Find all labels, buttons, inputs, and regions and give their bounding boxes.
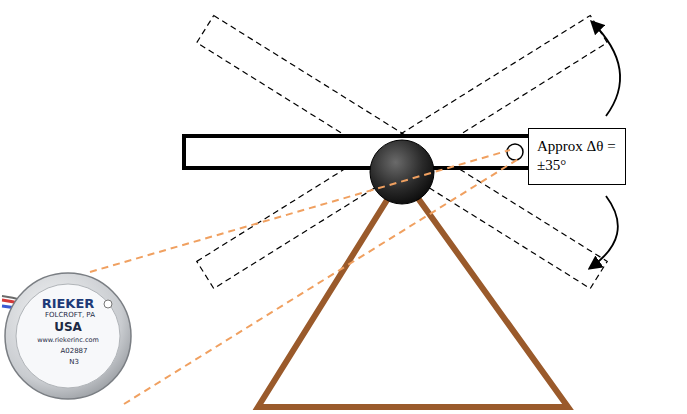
pivot (370, 140, 434, 204)
sensor-marking: RIEKER (42, 296, 95, 311)
stand-triangle (258, 176, 568, 407)
sensor-photo (2, 273, 131, 399)
rotation-arrow (590, 196, 618, 268)
sensor-marking: A02887 (60, 347, 87, 355)
sensor-marking: FOLCROFT, PA (45, 311, 95, 319)
sensor-marking: USA (54, 320, 82, 334)
zoom-line (124, 158, 520, 404)
rotation-arrow (592, 22, 620, 116)
angle-label: Approx Δθ = ±35° (537, 137, 617, 176)
sensor-marking: www.riekerinc.com (37, 336, 99, 344)
label-box: Approx Δθ = ±35° (528, 128, 626, 185)
mount-hole (507, 144, 523, 160)
sensor-marking: N3 (69, 358, 79, 366)
zoom-line (90, 150, 510, 272)
